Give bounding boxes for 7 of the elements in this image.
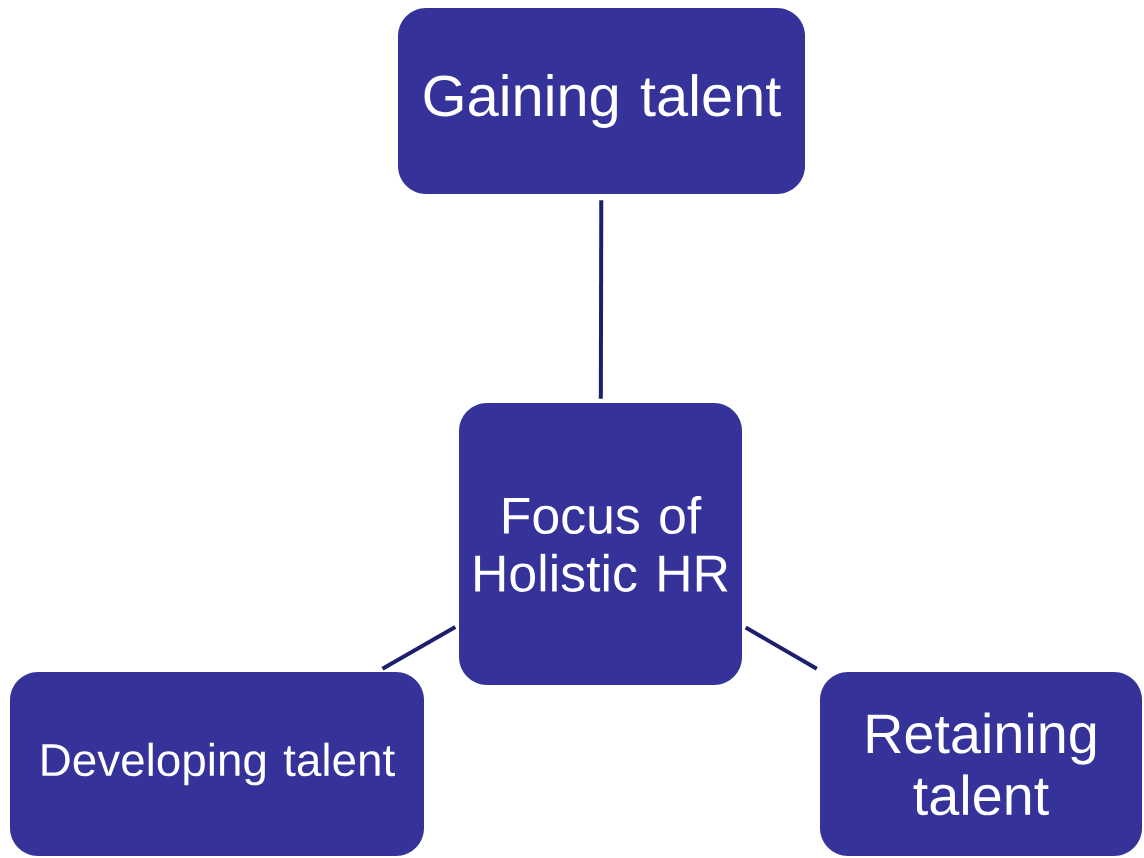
process-box: Developing talent: [10, 672, 424, 856]
process-box: Retaining talent: [820, 672, 1142, 856]
connector-line: [598, 200, 604, 399]
connector-line: [381, 625, 457, 671]
process-box: Focus of Holistic HR: [459, 403, 742, 685]
process-box: Gaining talent: [398, 8, 805, 194]
connector-line: [744, 625, 818, 671]
